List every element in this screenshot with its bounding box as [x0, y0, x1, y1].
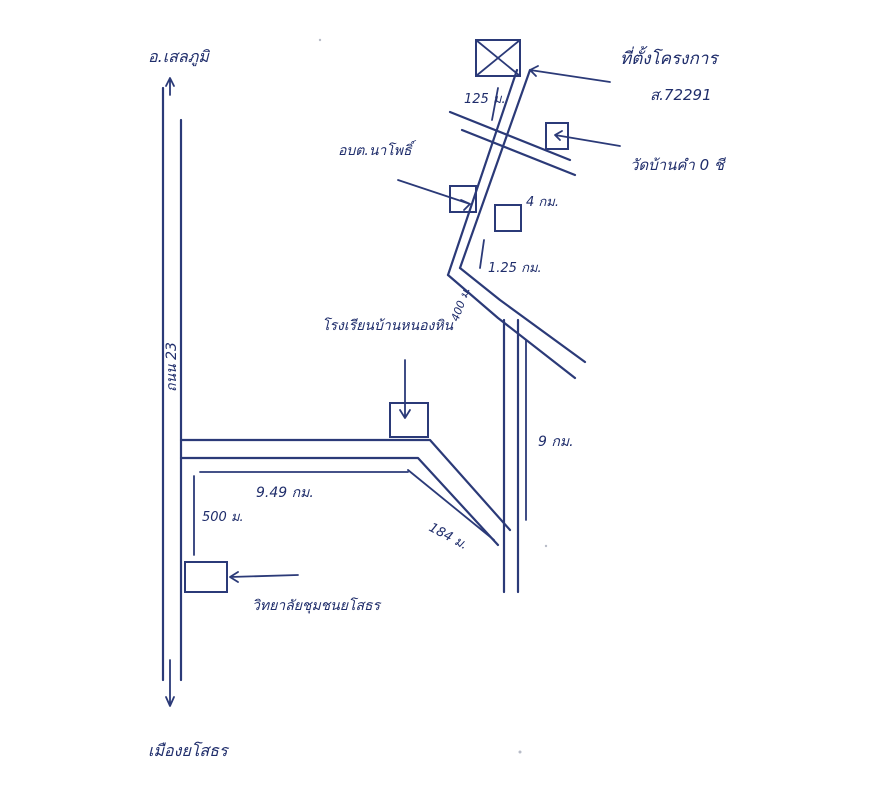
- school-road: [179, 438, 512, 547]
- distance-top: 125 ม.: [464, 92, 506, 107]
- cross-road-top: [448, 87, 577, 177]
- office-label: อบต.นาโพธิ์: [338, 140, 416, 159]
- destination-marker: [475, 39, 611, 83]
- school-label: โรงเรียนบ้านหนองหิน: [322, 317, 454, 334]
- highway-23-road: [161, 77, 183, 707]
- distance-diagonal: 184 ม.: [426, 520, 470, 553]
- paper-speck: [518, 750, 522, 754]
- distance-slope: 400 ม.: [449, 285, 473, 323]
- destination-label: ที่ตั้งโครงการ: [620, 45, 719, 69]
- highway-label: ถนน 23: [164, 342, 180, 392]
- diagonal-road-ne: [446, 68, 587, 380]
- distance-vertical: 500 ม.: [202, 510, 244, 525]
- school-building: [389, 402, 429, 438]
- distance-right: 9 กม.: [538, 434, 574, 450]
- office-annex: [494, 204, 522, 232]
- north-town-label: อ.เสลภูมิ: [148, 47, 211, 67]
- paper-speck: [544, 544, 548, 548]
- right-vertical-road: [502, 318, 527, 594]
- paper-speck: [318, 38, 322, 42]
- college-label: วิทยาลัยชุมชนยโสธร: [252, 597, 382, 614]
- village-building: [545, 122, 569, 150]
- college-building: [184, 561, 228, 593]
- village-label: วัดบ้านคำ 0 ชี: [630, 156, 726, 174]
- south-town-label: เมืองยโสธร: [148, 741, 230, 760]
- distance-main: 9.49 กม.: [256, 485, 314, 501]
- destination-code: ส.72291: [650, 86, 712, 104]
- distance-mid: 1.25 กม.: [488, 261, 542, 276]
- office-building: [449, 185, 477, 213]
- college-spur: [184, 475, 299, 593]
- distance-upper: 4 กม.: [526, 195, 559, 210]
